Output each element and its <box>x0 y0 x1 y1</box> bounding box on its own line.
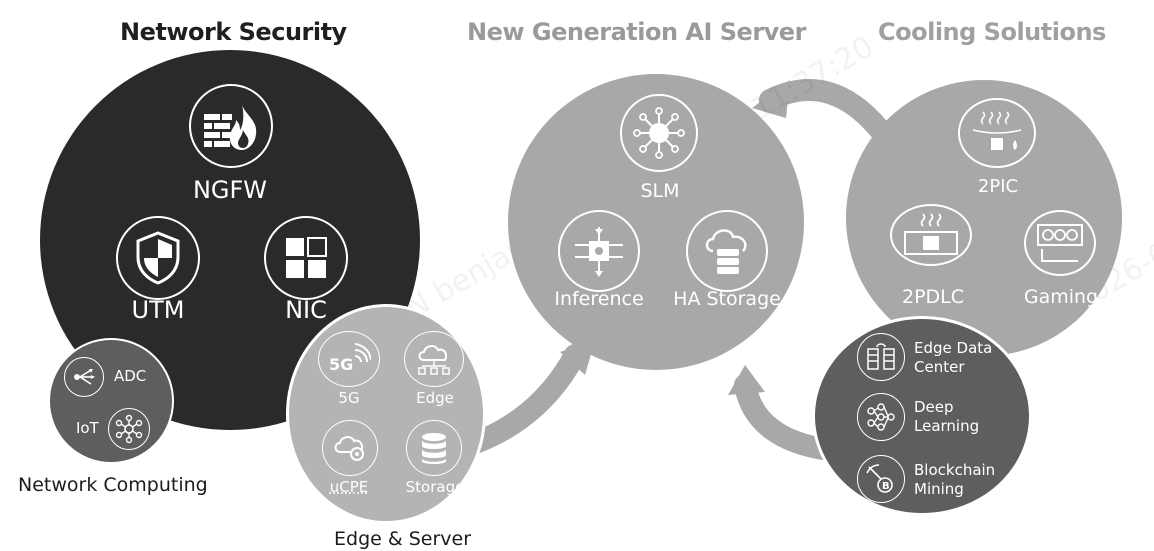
edge-data-center-label: Edge Data Center <box>914 339 993 376</box>
heading-ai-server: New Generation AI Server <box>467 18 806 46</box>
edge-server-title: Edge & Server <box>334 528 472 550</box>
network-computing-circle <box>48 338 174 464</box>
blockchain-mining-icon: B <box>857 455 905 503</box>
ucpe-label: uCPE <box>329 478 369 496</box>
deep-learning-icon <box>857 393 905 441</box>
2pdlc-board-icon <box>890 204 972 266</box>
utm-label: UTM <box>131 296 185 324</box>
edge-label: Edge <box>416 389 454 407</box>
adc-label: ADC <box>114 367 147 385</box>
5g-label: 5G <box>338 389 360 407</box>
data-center-icon <box>857 333 905 381</box>
ucpe-cloud-gear-icon <box>322 420 378 476</box>
database-icon <box>406 420 462 476</box>
immersion-cooling-icon <box>958 98 1036 168</box>
nic-label: NIC <box>285 296 327 324</box>
heading-network-security: Network Security <box>120 18 347 46</box>
2pic-label: 2PIC <box>977 176 1019 197</box>
heading-cooling: Cooling Solutions <box>878 18 1106 46</box>
iot-network-icon <box>108 408 150 450</box>
svg-text:5G: 5G <box>329 355 353 374</box>
svg-text:B: B <box>882 481 890 492</box>
shield-icon <box>116 216 200 300</box>
arc-bottom-left <box>459 344 586 456</box>
grid-icon <box>264 216 348 300</box>
2pdlc-label: 2PDLC <box>901 286 965 308</box>
ngfw-label: NGFW <box>192 176 268 204</box>
slm-network-icon <box>620 94 698 172</box>
firewall-icon <box>189 84 273 168</box>
slm-label: SLM <box>640 180 680 202</box>
network-computing-title: Network Computing <box>18 474 208 496</box>
arc-bottom-right-arrowhead <box>728 365 765 395</box>
storage-label: Storage <box>405 478 465 496</box>
ha-storage-cloud-icon <box>686 210 768 292</box>
5g-signal-icon: 5G <box>318 331 380 387</box>
inference-chip-icon <box>558 210 640 292</box>
ai-applications-circle <box>812 316 1032 516</box>
inference-label: Inference <box>554 288 644 310</box>
adc-icon <box>64 357 104 397</box>
deep-learning-label: Deep Learning <box>914 398 980 435</box>
gaming-gpu-icon <box>1024 210 1096 276</box>
arc-top-arrowhead <box>752 80 790 118</box>
iot-label: IoT <box>76 419 99 437</box>
arc-bottom-right <box>734 374 841 461</box>
gaming-label: Gaming <box>1023 286 1099 308</box>
ha-storage-label: HA Storage <box>673 288 781 310</box>
blockchain-mining-label: Blockchain Mining <box>914 461 996 498</box>
edge-cloud-icon <box>404 331 464 387</box>
